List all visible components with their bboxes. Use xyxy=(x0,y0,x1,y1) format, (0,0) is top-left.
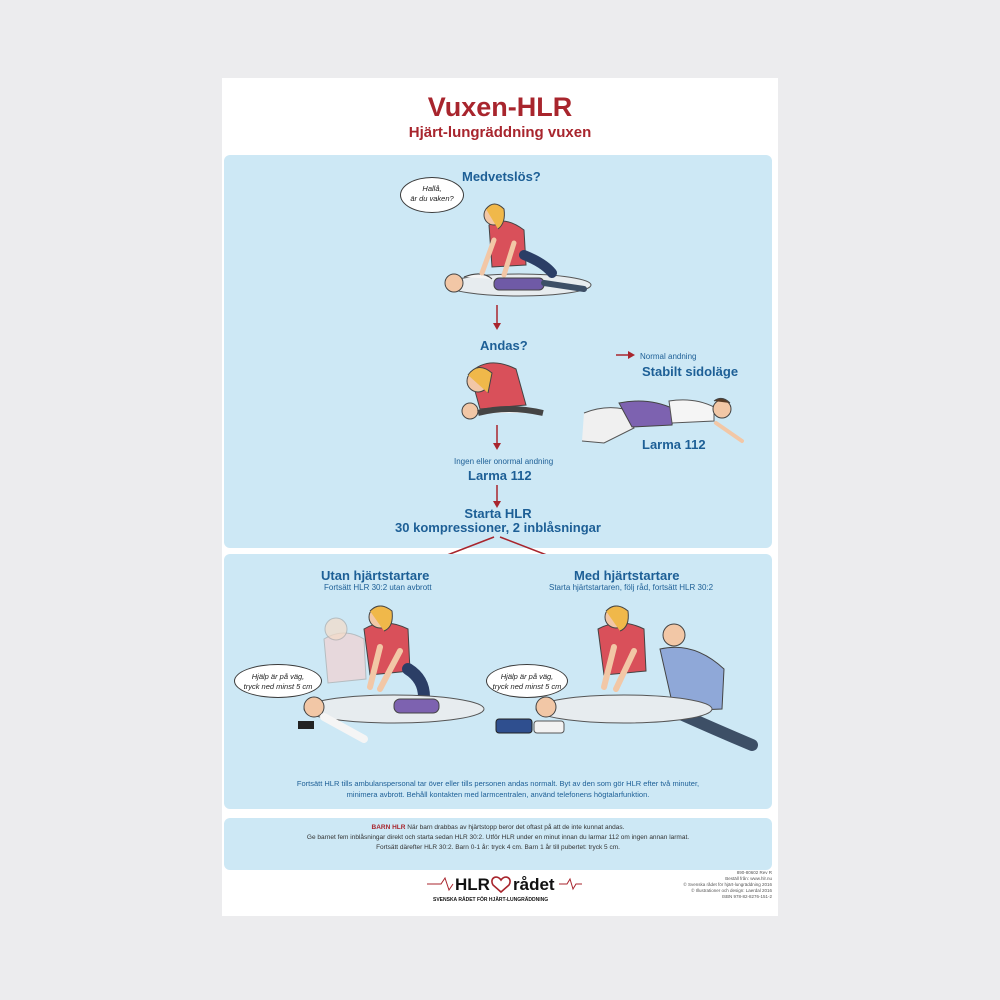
cpr-with-aed-illustration xyxy=(495,605,758,751)
arrow-down-icon xyxy=(493,305,501,330)
check-breathing-illustration xyxy=(461,362,544,420)
without-aed-subtitle: Fortsätt HLR 30:2 utan avbrott xyxy=(324,583,432,592)
phone-speech-bubble-right: Hjälp är på väg, tryck ned minst 5 cm xyxy=(486,664,568,698)
logo-word-hlr: HLR xyxy=(455,875,490,894)
page-title: Vuxen-HLR xyxy=(427,92,573,122)
child-cpr-line2: Ge barnet fem inblåsningar direkt och st… xyxy=(306,834,690,841)
cpr-without-aed-illustration xyxy=(298,605,485,743)
phone-bubble-line2: tryck ned minst 5 cm xyxy=(243,682,313,691)
logo-tagline: SVENSKA RÅDET FÖR HJÄRT-LUNGRÄDDNING xyxy=(433,896,548,903)
call-112-center: Larma 112 xyxy=(468,468,532,483)
colophon-line: Beställ från: www.hlr.nu xyxy=(725,876,772,881)
child-cpr-line1: När barn drabbas av hjärtstopp beror det… xyxy=(407,824,625,831)
abnormal-breathing-label: Ingen eller onormal andning xyxy=(454,457,554,466)
child-cpr-label: BARN HLR xyxy=(371,824,406,831)
continue-note-line2: minimera avbrott. Behåll kontakten med l… xyxy=(346,790,650,799)
phone-speech-bubble-left: Hjälp är på väg, tryck ned minst 5 cm xyxy=(234,664,322,698)
recovery-position-label: Stabilt sidoläge xyxy=(642,364,739,379)
child-cpr-line3: Fortsätt därefter HLR 30:2. Barn 0-1 år:… xyxy=(376,844,620,851)
cpr-panel: Utan hjärtstartare Fortsätt HLR 30:2 uta… xyxy=(224,554,772,809)
start-cpr-label: Starta HLR xyxy=(464,506,532,521)
step-breathing: Andas? xyxy=(480,338,528,353)
colophon-line: ISBN 978-82-8276-151-2 xyxy=(721,894,772,899)
colophon-line: © Svenska rådet för hjärt-lungräddning 2… xyxy=(683,882,772,887)
colophon-line: 890-80602 Rev R xyxy=(736,870,772,875)
cpr-ratio-label: 30 kompressioner, 2 inblåsningar xyxy=(395,520,601,535)
check-responsiveness-illustration xyxy=(444,203,592,297)
page-subtitle: Hjärt-lungräddning vuxen xyxy=(408,124,592,141)
without-aed-title: Utan hjärtstartare xyxy=(321,568,430,583)
heart-icon xyxy=(491,876,511,894)
colophon: 890-80602 Rev R Beställ från: www.hlr.nu… xyxy=(683,870,772,900)
phone-bubble-line1: Hjälp är på väg, xyxy=(251,672,305,681)
arrow-down-icon xyxy=(493,425,501,450)
hlr-radet-logo: HLR rådet SVENSKA RÅDET FÖR HJÄRT-LUNGRÄ… xyxy=(427,870,582,904)
with-aed-title: Med hjärtstartare xyxy=(574,568,680,583)
logo-graphic: HLR rådet SVENSKA RÅDET FÖR HJÄRT-LUNGRÄ… xyxy=(427,875,582,903)
recovery-position-illustration xyxy=(581,397,744,444)
phone-bubble-line1: Hjälp är på väg, xyxy=(500,672,554,681)
with-aed-subtitle: Starta hjärtstartaren, följ råd, fortsät… xyxy=(549,583,714,592)
assessment-panel: Medvetslös? Hallå, är du vaken? Andas? xyxy=(224,155,772,548)
normal-breathing-label: Normal andning xyxy=(640,352,697,361)
speech-bubble: Hallå, är du vaken? xyxy=(400,177,464,213)
child-cpr-panel: BARN HLR När barn drabbas av hjärtstopp … xyxy=(224,818,772,870)
call-112-right: Larma 112 xyxy=(642,437,706,452)
child-cpr-text: BARN HLR När barn drabbas av hjärtstopp … xyxy=(224,823,772,853)
speech-bubble-line1: Hallå, xyxy=(422,184,442,193)
speech-bubble-line2: är du vaken? xyxy=(410,194,454,203)
step-unconscious: Medvetslös? xyxy=(462,169,541,184)
continue-cpr-note: Fortsätt HLR tills ambulanspersonal tar … xyxy=(224,778,772,800)
phone-bubble-line2: tryck ned minst 5 cm xyxy=(492,682,562,691)
colophon-line: © Illustrationer och design: Laerdal 201… xyxy=(691,888,772,893)
continue-note-line1: Fortsätt HLR tills ambulanspersonal tar … xyxy=(296,779,700,788)
arrow-down-icon xyxy=(493,485,501,508)
logo-word-radet: rådet xyxy=(513,875,555,894)
poster: Vuxen-HLR Hjärt-lungräddning vuxen Medve… xyxy=(222,78,778,916)
arrow-right-icon xyxy=(616,351,635,359)
